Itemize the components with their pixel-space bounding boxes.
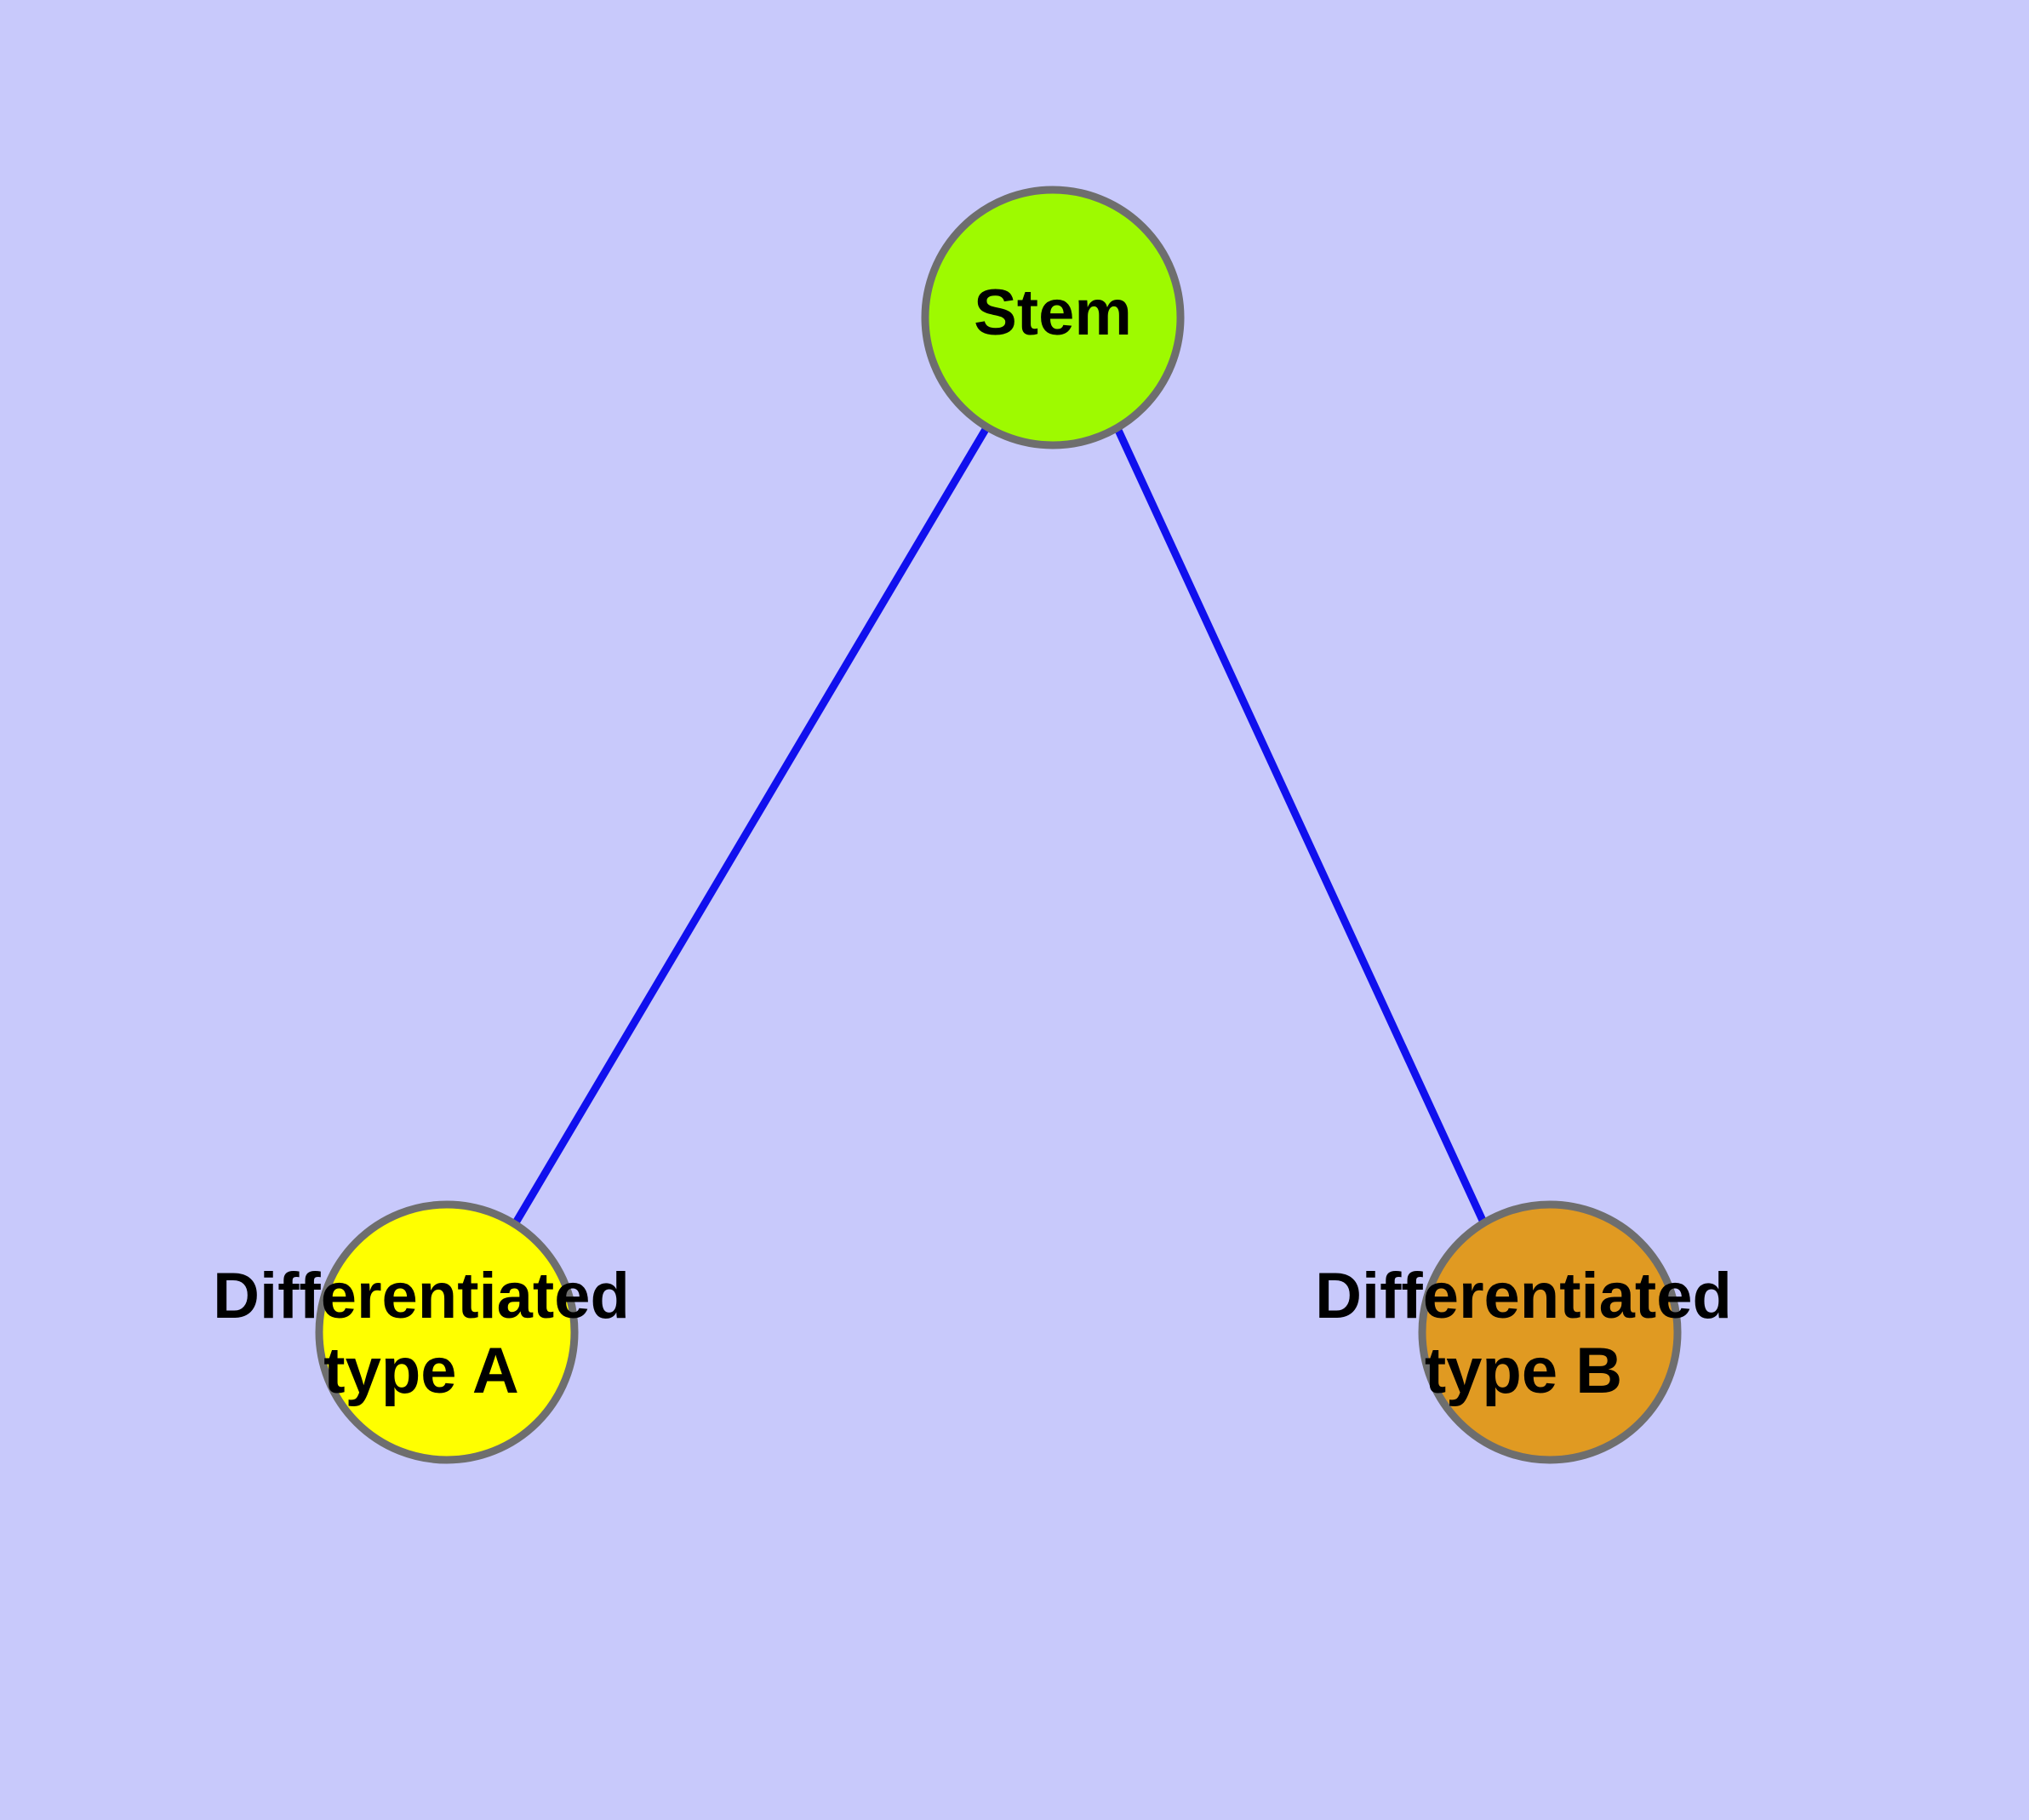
node-label-differentiated-type-a-line1: Differentiated (213, 1260, 630, 1332)
node-label-stem: Stem (974, 277, 1132, 349)
node-differentiated-type-b[interactable] (1418, 1200, 1682, 1464)
node-label-differentiated-type-a-line2: type A (323, 1335, 518, 1407)
node-stem[interactable] (921, 186, 1185, 449)
node-label-differentiated-type-b-line1: Differentiated (1315, 1260, 1732, 1332)
edge-stem-to-differentiated-type-b[interactable] (1112, 425, 1489, 1226)
node-layer (315, 186, 1682, 1464)
node-differentiated-type-a[interactable] (315, 1200, 579, 1464)
node-label-differentiated-type-b-line2: type B (1425, 1335, 1622, 1407)
label-layer: Stem Differentiated type A Differentiate… (213, 277, 1732, 1407)
edge-layer (512, 424, 1489, 1227)
edge-stem-to-differentiated-type-a[interactable] (512, 424, 991, 1227)
